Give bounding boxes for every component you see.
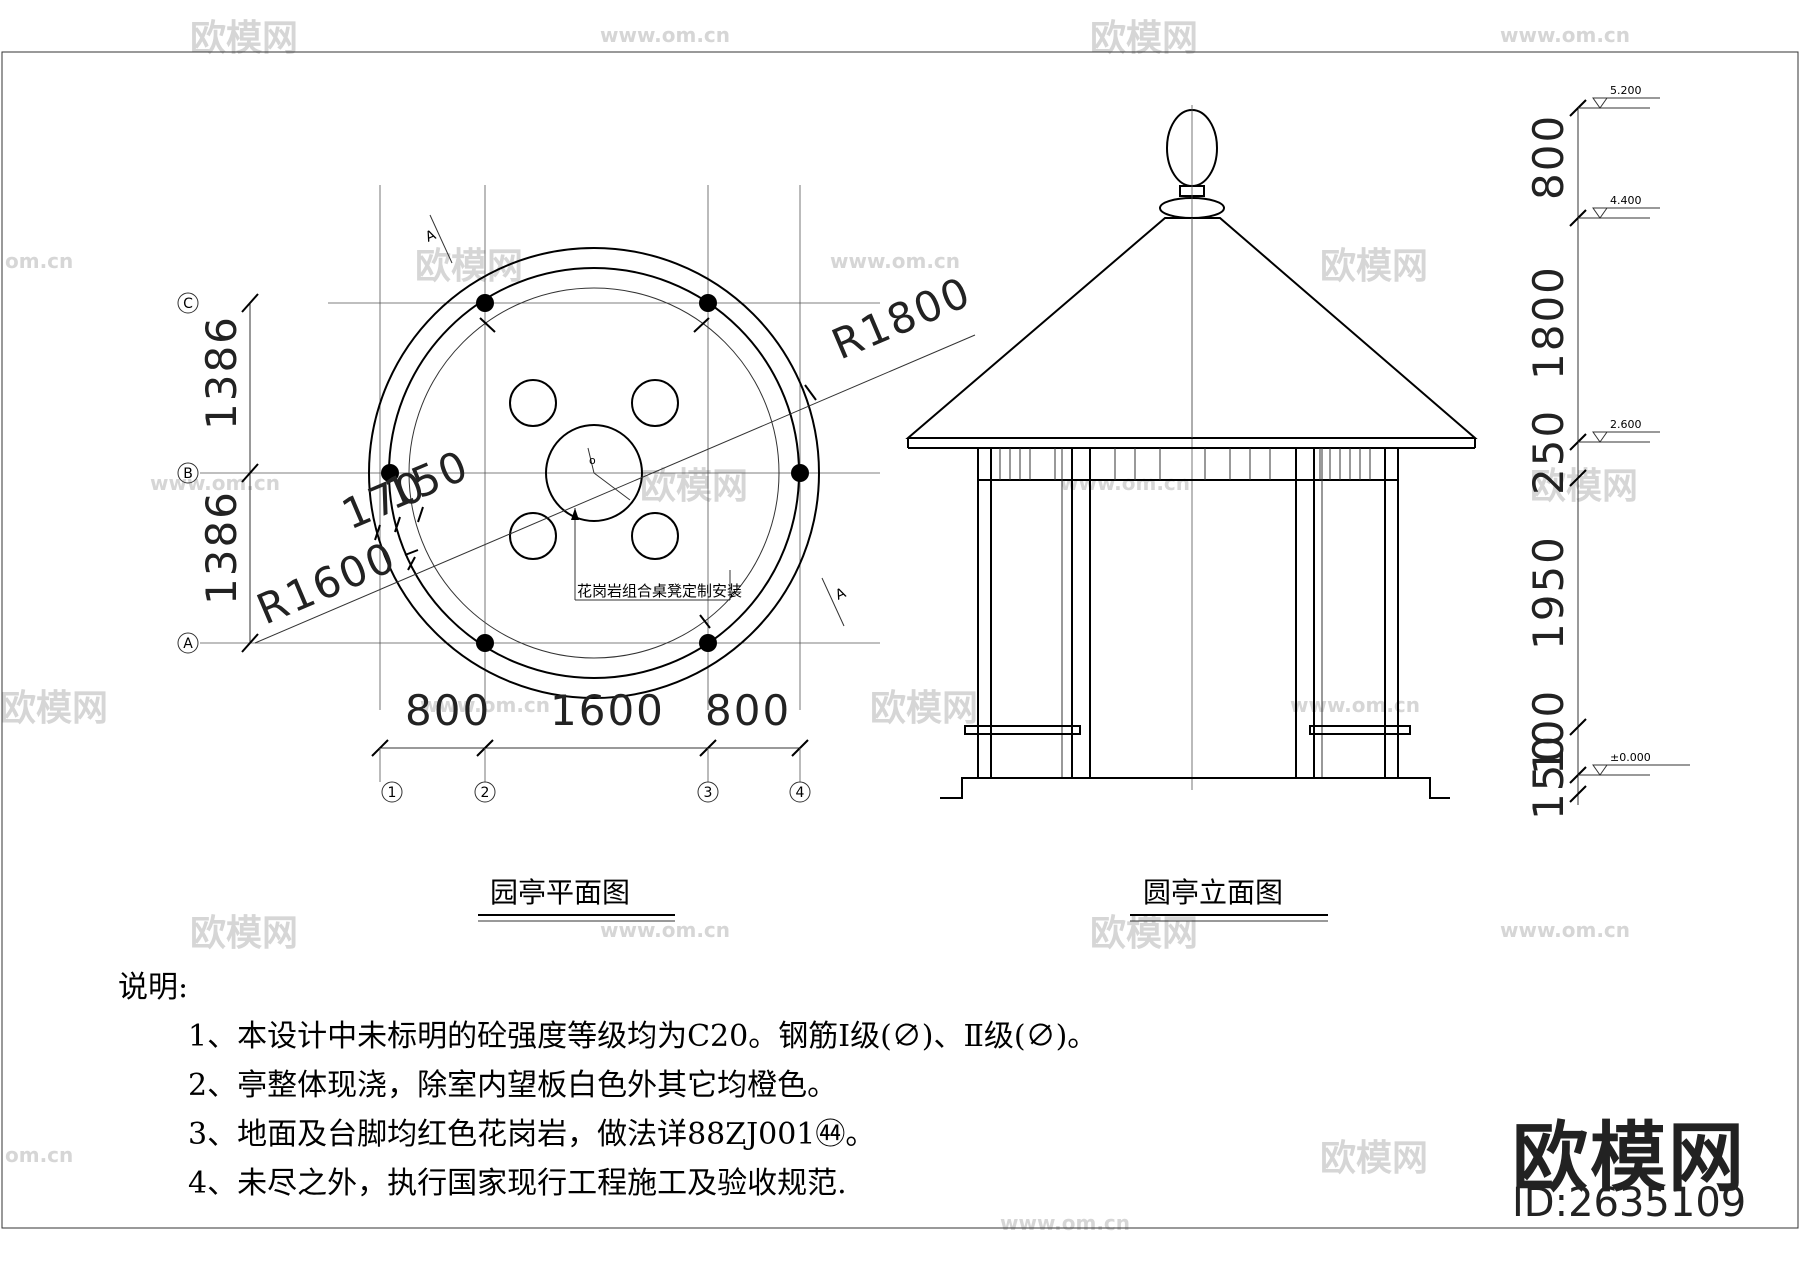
- row-axis-label: A: [183, 636, 193, 652]
- brand-logo-text: 欧模网: [1512, 1113, 1746, 1202]
- elevation-dim-label: 800: [1524, 114, 1573, 200]
- plan-callout-note: 花岗岩组合桌凳定制安装: [577, 582, 742, 600]
- column-dot: [476, 294, 494, 312]
- watermarks: 欧模网 www.om.cn 欧模网 www.om.cn 欧模网 www.om.c…: [0, 18, 1638, 1235]
- row-axis-label: C: [183, 296, 193, 312]
- watermark-brand: 欧模网: [0, 688, 108, 729]
- row-axis-label: B: [183, 466, 193, 482]
- watermark-site: www.om.cn: [600, 23, 730, 47]
- column-dot: [476, 634, 494, 652]
- drawing-frame: [1, 51, 1799, 1229]
- watermark-brand: 欧模网: [1320, 1138, 1428, 1179]
- level-label: 4.400: [1610, 194, 1642, 207]
- model-id: ID:2635109: [1512, 1180, 1747, 1226]
- watermark-site-short: om.cn: [5, 249, 73, 273]
- level-label: ±0.000: [1610, 751, 1651, 764]
- col-axis-label: 4: [796, 785, 805, 801]
- watermark-brand: 欧模网: [190, 913, 298, 954]
- watermark-site: www.om.cn: [600, 918, 730, 942]
- base-platform: [940, 777, 1450, 799]
- svg-text:o: o: [589, 454, 596, 467]
- watermark-site: www.om.cn: [830, 249, 960, 273]
- elevation-dim-label: 250: [1524, 409, 1573, 495]
- elevation-dim-label: 1950: [1524, 535, 1573, 650]
- watermark-brand: 欧模网: [1090, 913, 1198, 954]
- watermark-brand: 欧模网: [1090, 18, 1198, 59]
- column-dot: [381, 464, 399, 482]
- watermark-site: www.om.cn: [1500, 918, 1630, 942]
- note-item: 1、本设计中未标明的砼强度等级均为C20。钢筋Ⅰ级(∅)、Ⅱ级(∅)。: [188, 1019, 1098, 1054]
- elevation-column: [1295, 447, 1315, 779]
- note-item: 3、地面及台脚均红色花岗岩，做法详88ZJ001㊹。: [188, 1117, 876, 1152]
- section-mark: A: [833, 585, 849, 604]
- design-notes: 说明: 1、本设计中未标明的砼强度等级均为C20。钢筋Ⅰ级(∅)、Ⅱ级(∅)。 …: [118, 963, 1097, 1208]
- elevation-view: 800 1800 250 1950 100 150 5.200 4.400 2.…: [905, 84, 1690, 922]
- watermark-site: www.om.cn: [1000, 1211, 1130, 1235]
- bench: [964, 725, 1081, 735]
- level-label: 2.600: [1610, 418, 1642, 431]
- watermark-brand: 欧模网: [640, 466, 748, 507]
- left-dim-label: 1386: [197, 315, 246, 430]
- column-dot: [791, 464, 809, 482]
- watermark-brand: 欧模网: [1320, 246, 1428, 287]
- bottom-dim-label: 800: [705, 686, 791, 735]
- bench: [1309, 725, 1411, 735]
- col-axis-label: 3: [704, 785, 713, 801]
- watermark-site: www.om.cn: [150, 471, 280, 495]
- watermark-brand: 欧模网: [870, 688, 978, 729]
- column-dot: [699, 634, 717, 652]
- watermark-site: www.om.cn: [1290, 693, 1420, 717]
- bottom-dim-label: 800: [405, 686, 491, 735]
- watermark-brand: 欧模网: [190, 18, 298, 59]
- watermark-site-short: om.cn: [5, 1143, 73, 1167]
- elevation-dim-label: 150: [1524, 734, 1573, 820]
- elevation-column: [977, 447, 992, 779]
- elevation-dim-label: 100: [1524, 689, 1573, 775]
- column-dot: [699, 294, 717, 312]
- level-label: 5.200: [1610, 84, 1642, 97]
- note-item: 4、未尽之外，执行国家现行工程施工及验收规范.: [188, 1166, 847, 1201]
- fascia-slats: [999, 448, 1371, 480]
- elevation-dim-label: 1800: [1524, 265, 1573, 380]
- elevation-title: 圆亭立面图: [1143, 876, 1283, 909]
- bottom-dim-label: 1600: [550, 686, 665, 735]
- elevation-column: [1384, 447, 1399, 779]
- radius-leader: [254, 334, 976, 644]
- radius-outer-label: R1800: [825, 267, 979, 369]
- plan-title: 园亭平面图: [490, 876, 630, 909]
- col-axis-label: 2: [481, 785, 490, 801]
- col-axis-label: 1: [388, 785, 397, 801]
- notes-heading: 说明:: [118, 970, 189, 1005]
- watermark-site: www.om.cn: [1060, 471, 1190, 495]
- note-item: 2、亭整体现浇，除室内望板白色外其它均橙色。: [188, 1068, 838, 1103]
- plan-view: o R1800 R1600 170 150 A A 花岗岩组合桌凳定制安装: [177, 185, 979, 922]
- watermark-site: www.om.cn: [1500, 23, 1630, 47]
- left-dim-label: 1386: [197, 490, 246, 605]
